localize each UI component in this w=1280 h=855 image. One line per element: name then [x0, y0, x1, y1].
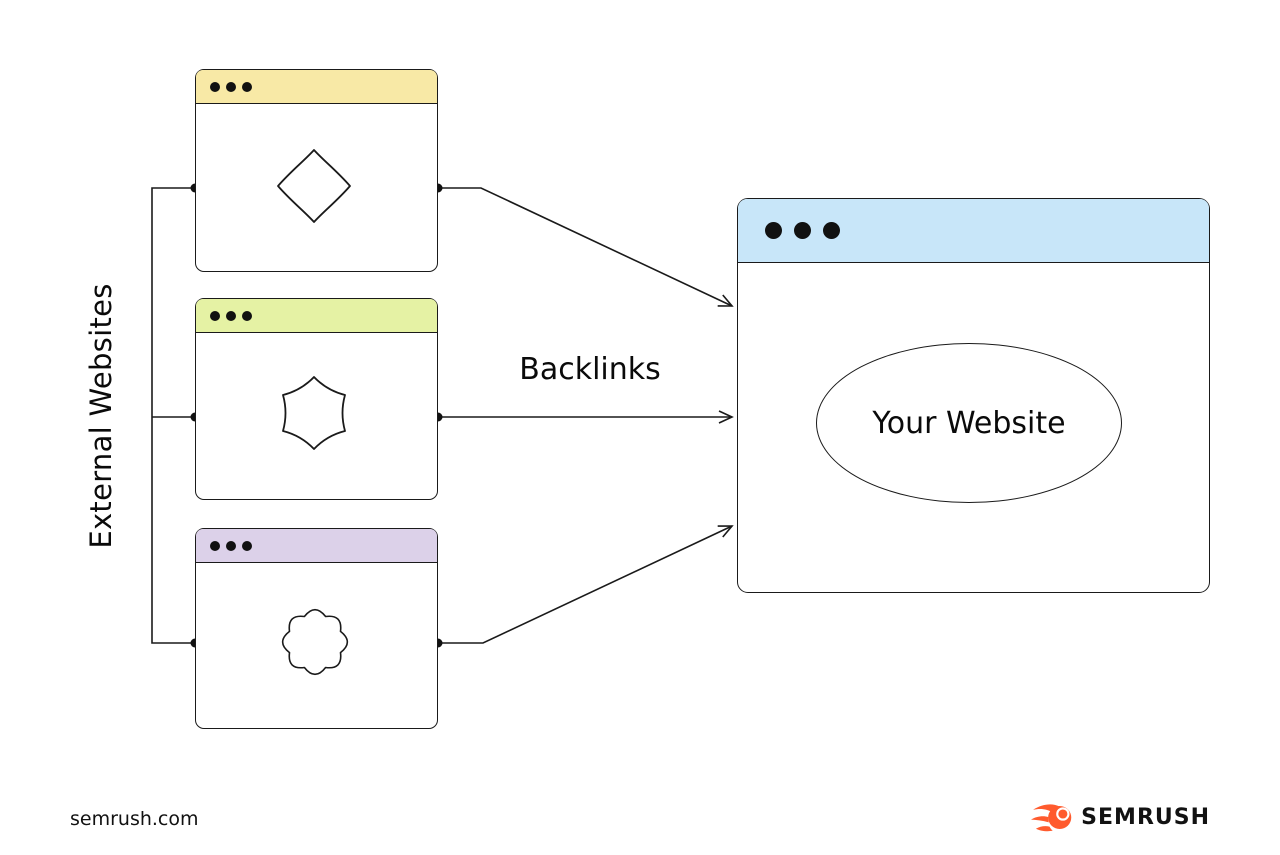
backlinks-label: Backlinks: [519, 352, 661, 387]
window-dot-icon: [210, 310, 220, 321]
external-website-window-1: [195, 69, 438, 272]
wavy-hexagon-blob-icon: [282, 376, 346, 450]
source-url-text: semrush.com: [70, 808, 199, 830]
window-dot-icon: [210, 540, 220, 551]
semrush-wordmark: SEMRUSH: [1081, 805, 1210, 830]
window-dot-icon: [765, 222, 782, 239]
backlink-arrow-bottom: [438, 525, 734, 644]
semrush-logo: SEMRUSH: [1031, 800, 1210, 835]
your-website-label: Your Website: [872, 405, 1066, 441]
window-dot-icon: [794, 222, 811, 239]
window-titlebar: [196, 529, 437, 563]
external-website-window-2: [195, 298, 438, 500]
window-dot-icon: [823, 222, 840, 239]
rounded-diamond-blob-icon: [277, 149, 351, 223]
window-dot-icon: [226, 310, 236, 321]
window-dot-icon: [242, 81, 252, 92]
window-dot-icon: [242, 310, 252, 321]
bus-line: [151, 187, 195, 644]
backlink-arrow-top: [438, 187, 734, 307]
semrush-fireball-icon: [1031, 804, 1072, 832]
your-website-ellipse: Your Website: [816, 343, 1122, 503]
window-titlebar: [196, 70, 437, 104]
window-dot-icon: [242, 540, 252, 551]
window-titlebar: [738, 199, 1209, 263]
your-website-window: Your Website: [737, 198, 1210, 593]
scalloped-flower-blob-icon: [281, 608, 349, 676]
external-website-window-3: [195, 528, 438, 729]
external-websites-label: External Websites: [84, 283, 118, 549]
window-dot-icon: [226, 540, 236, 551]
window-dot-icon: [210, 81, 220, 92]
window-dot-icon: [226, 81, 236, 92]
window-titlebar: [196, 299, 437, 333]
